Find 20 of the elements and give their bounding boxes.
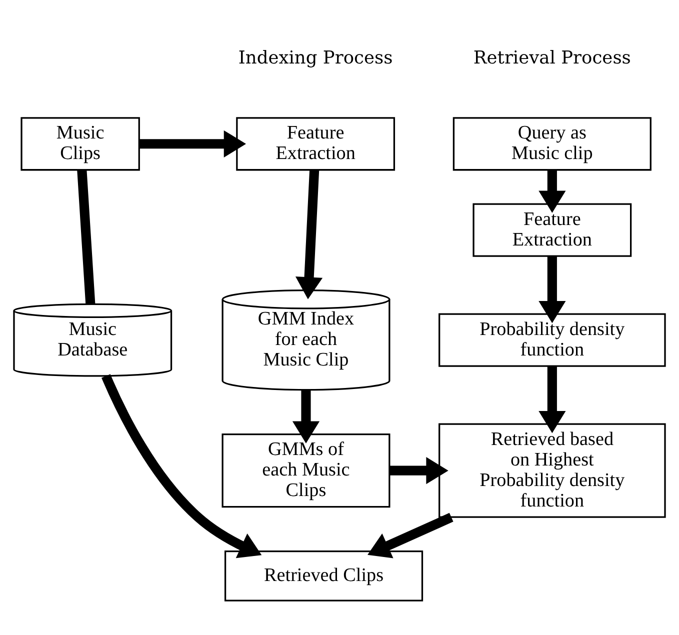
node-box: Feature Extraction <box>472 203 632 257</box>
arrow <box>538 170 566 213</box>
node-box: Retrieved Clips <box>224 550 424 602</box>
node-box: GMMs of each Music Clips <box>222 434 390 508</box>
node-box: Music Clips <box>20 117 140 171</box>
arrow <box>295 170 323 300</box>
arrow <box>538 366 566 434</box>
label: Indexing Process <box>238 48 393 69</box>
arrow <box>368 512 454 558</box>
arrow <box>102 374 262 558</box>
connector <box>77 170 96 304</box>
node-box: Retrieved based on Highest Probability density function <box>438 423 666 518</box>
node-box: Probability density function <box>438 313 666 367</box>
arrow <box>140 130 246 158</box>
label: Retrieval Process <box>473 48 631 69</box>
node-box: Feature Extraction <box>236 117 396 171</box>
arrow <box>390 457 448 484</box>
arrow <box>292 390 320 444</box>
node-box: Query as Music clip <box>452 117 652 171</box>
arrow <box>538 256 566 324</box>
